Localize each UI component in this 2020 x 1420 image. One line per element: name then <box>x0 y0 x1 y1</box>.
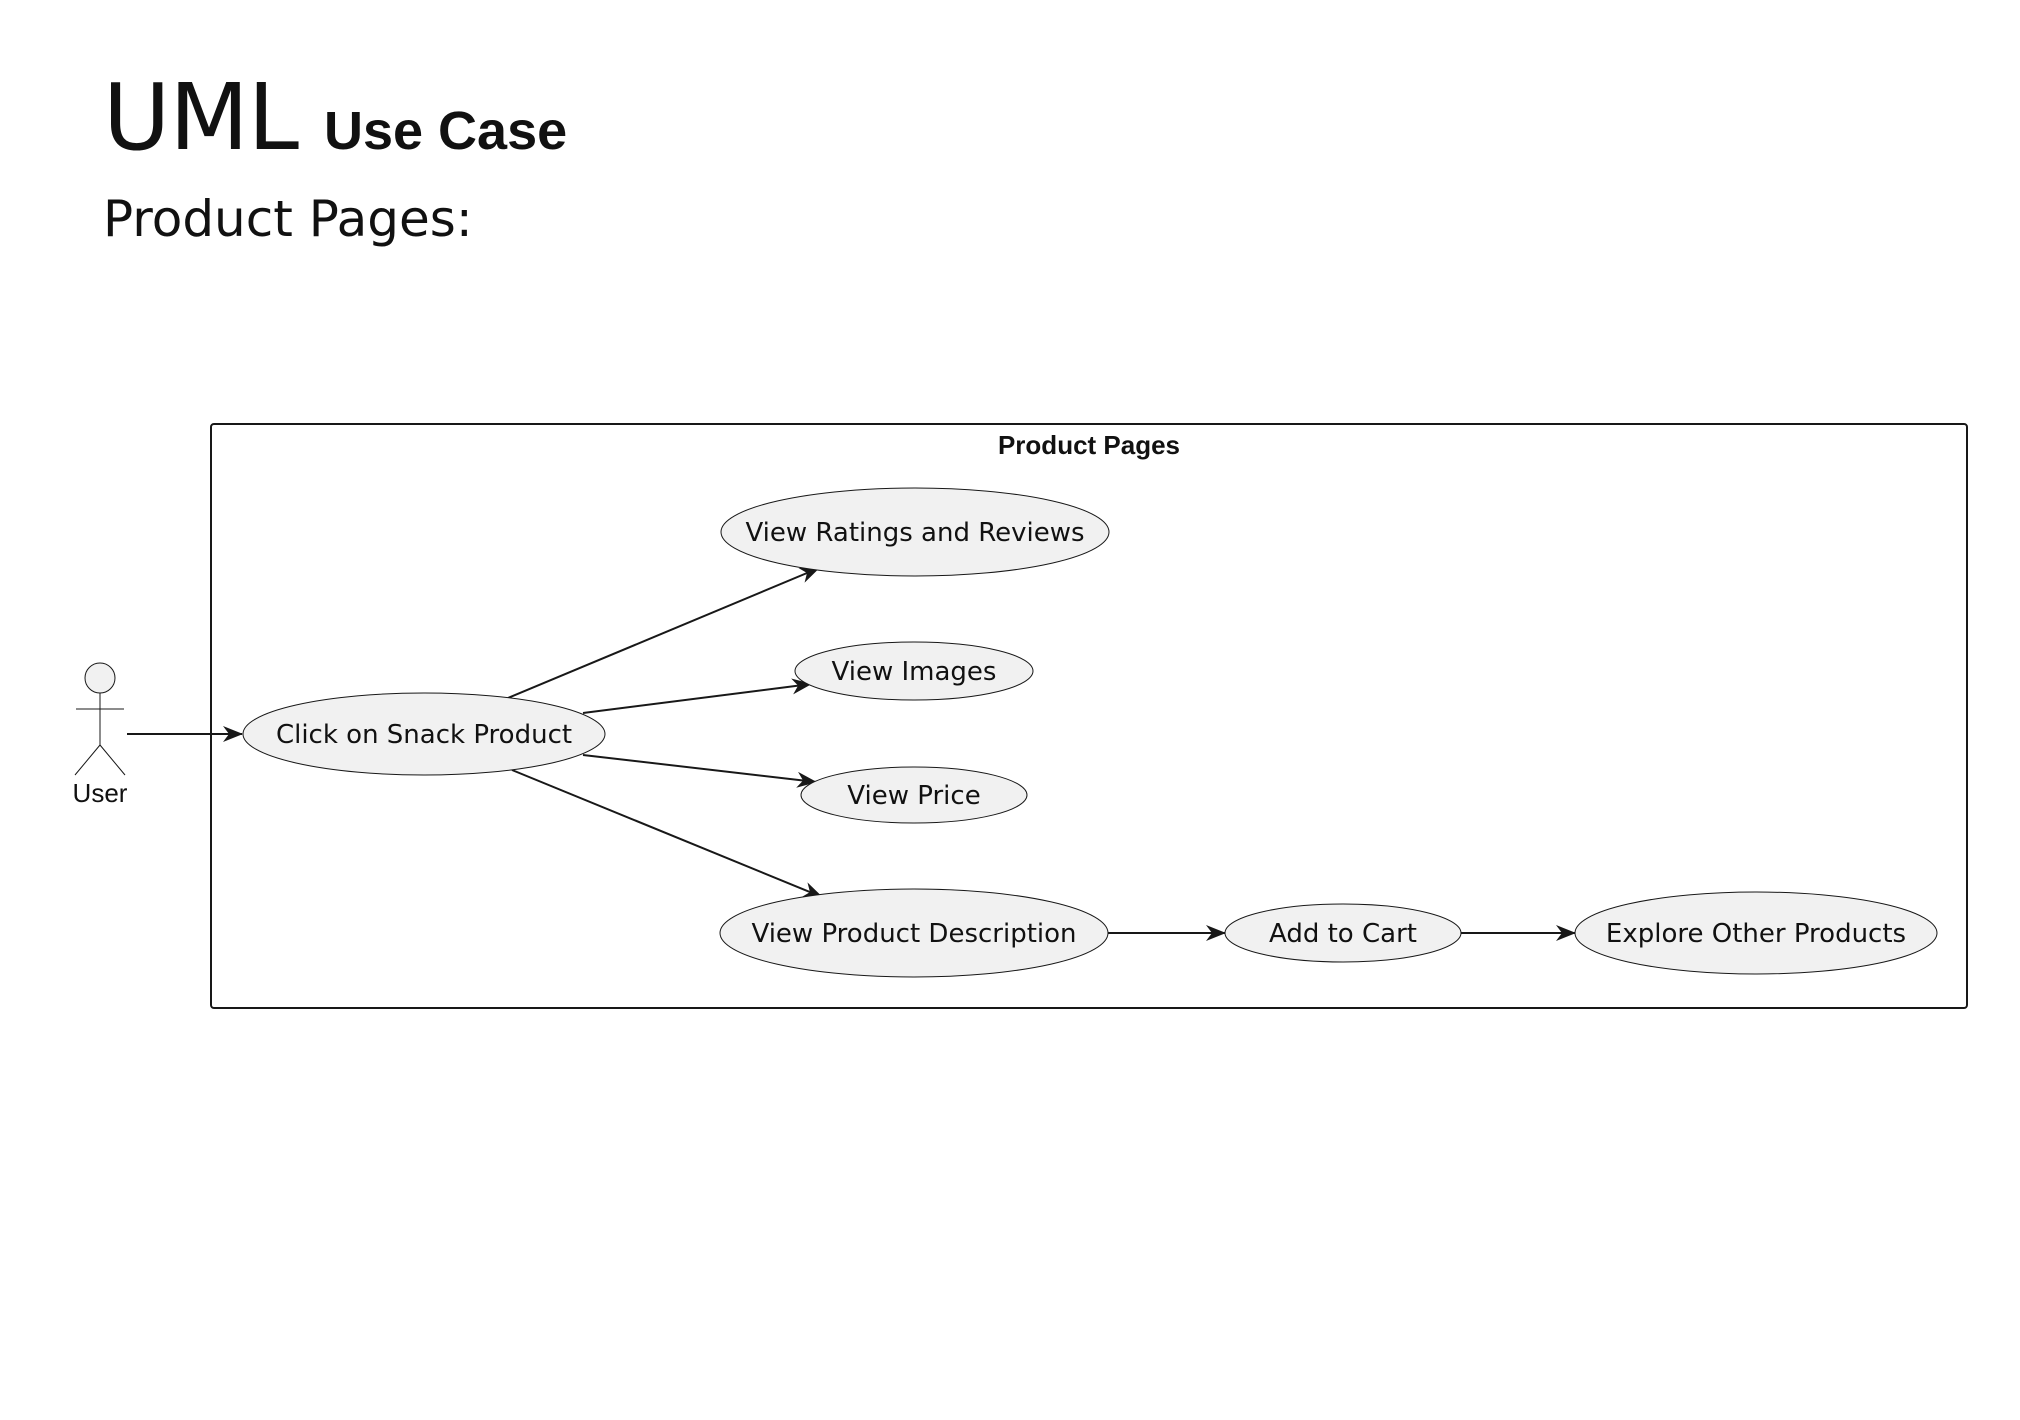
diagram-header: UML Use Case Product Pages: <box>103 72 567 249</box>
use-case-label: View Price <box>847 781 980 811</box>
use-case-ellipse <box>1574 891 1938 975</box>
use-case-label: View Product Description <box>751 919 1076 949</box>
use-case-view-price[interactable]: View Price <box>800 766 1028 824</box>
actor-leg-left <box>74 744 101 776</box>
diagram-title-sub: Use Case <box>323 101 568 161</box>
use-case-label: Explore Other Products <box>1606 919 1906 949</box>
use-case-ellipse <box>242 692 606 776</box>
use-case-label: Add to Cart <box>1269 919 1417 949</box>
edge-click-to-description <box>511 769 823 898</box>
use-case-ellipse <box>794 641 1034 701</box>
use-case-view-images[interactable]: View Images <box>794 641 1034 701</box>
use-case-click-snack-product[interactable]: Click on Snack Product <box>242 692 606 776</box>
use-case-ellipse <box>1224 903 1462 963</box>
use-case-ellipse <box>800 766 1028 824</box>
use-case-ellipse <box>720 487 1110 577</box>
actor-head <box>84 662 116 694</box>
use-case-label: View Ratings and Reviews <box>745 518 1084 548</box>
use-case-explore-other-products[interactable]: Explore Other Products <box>1574 891 1938 975</box>
diagram-subtitle: Product Pages: <box>103 190 473 248</box>
use-case-label: View Images <box>832 657 997 687</box>
actor-leg-right <box>99 744 126 776</box>
edge-click-to-images <box>582 678 812 714</box>
relations <box>127 567 1576 941</box>
use-case-view-ratings-and-reviews[interactable]: View Ratings and Reviews <box>720 487 1110 577</box>
use-case-add-to-cart[interactable]: Add to Cart <box>1224 903 1462 963</box>
edge-click-to-price <box>582 754 817 788</box>
use-case-view-product-description[interactable]: View Product Description <box>719 888 1109 978</box>
system-boundary-frame <box>210 423 1968 1009</box>
edge-click-to-ratings <box>507 567 820 699</box>
title-line: UML Use Case <box>103 72 567 164</box>
actor-label: User <box>73 778 128 808</box>
diagram-title: UML <box>103 64 299 171</box>
system-boundary-label: Product Pages <box>998 430 1180 460</box>
actor-user[interactable]: User <box>73 662 128 808</box>
use-case-ellipse <box>719 888 1109 978</box>
use-case-label: Click on Snack Product <box>276 720 572 750</box>
system-boundary: Product Pages <box>210 423 1968 1009</box>
